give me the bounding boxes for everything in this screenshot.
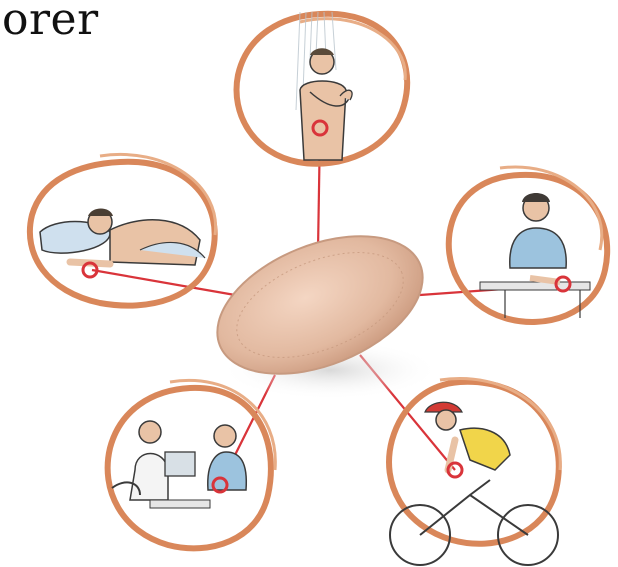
sleeping-person-icon <box>40 209 205 278</box>
scene-cycling <box>389 378 560 565</box>
scene-clinic <box>108 380 276 548</box>
cyclist-icon <box>390 402 558 565</box>
shower-person-icon <box>296 12 352 160</box>
scene-desk-work <box>449 167 607 322</box>
link-sleeping <box>92 270 235 295</box>
doctor-patient-icon <box>112 421 246 508</box>
implant-device <box>197 209 442 401</box>
scene-sleeping <box>30 154 216 305</box>
scene-shower <box>237 12 408 164</box>
desk-worker-icon <box>480 193 590 318</box>
